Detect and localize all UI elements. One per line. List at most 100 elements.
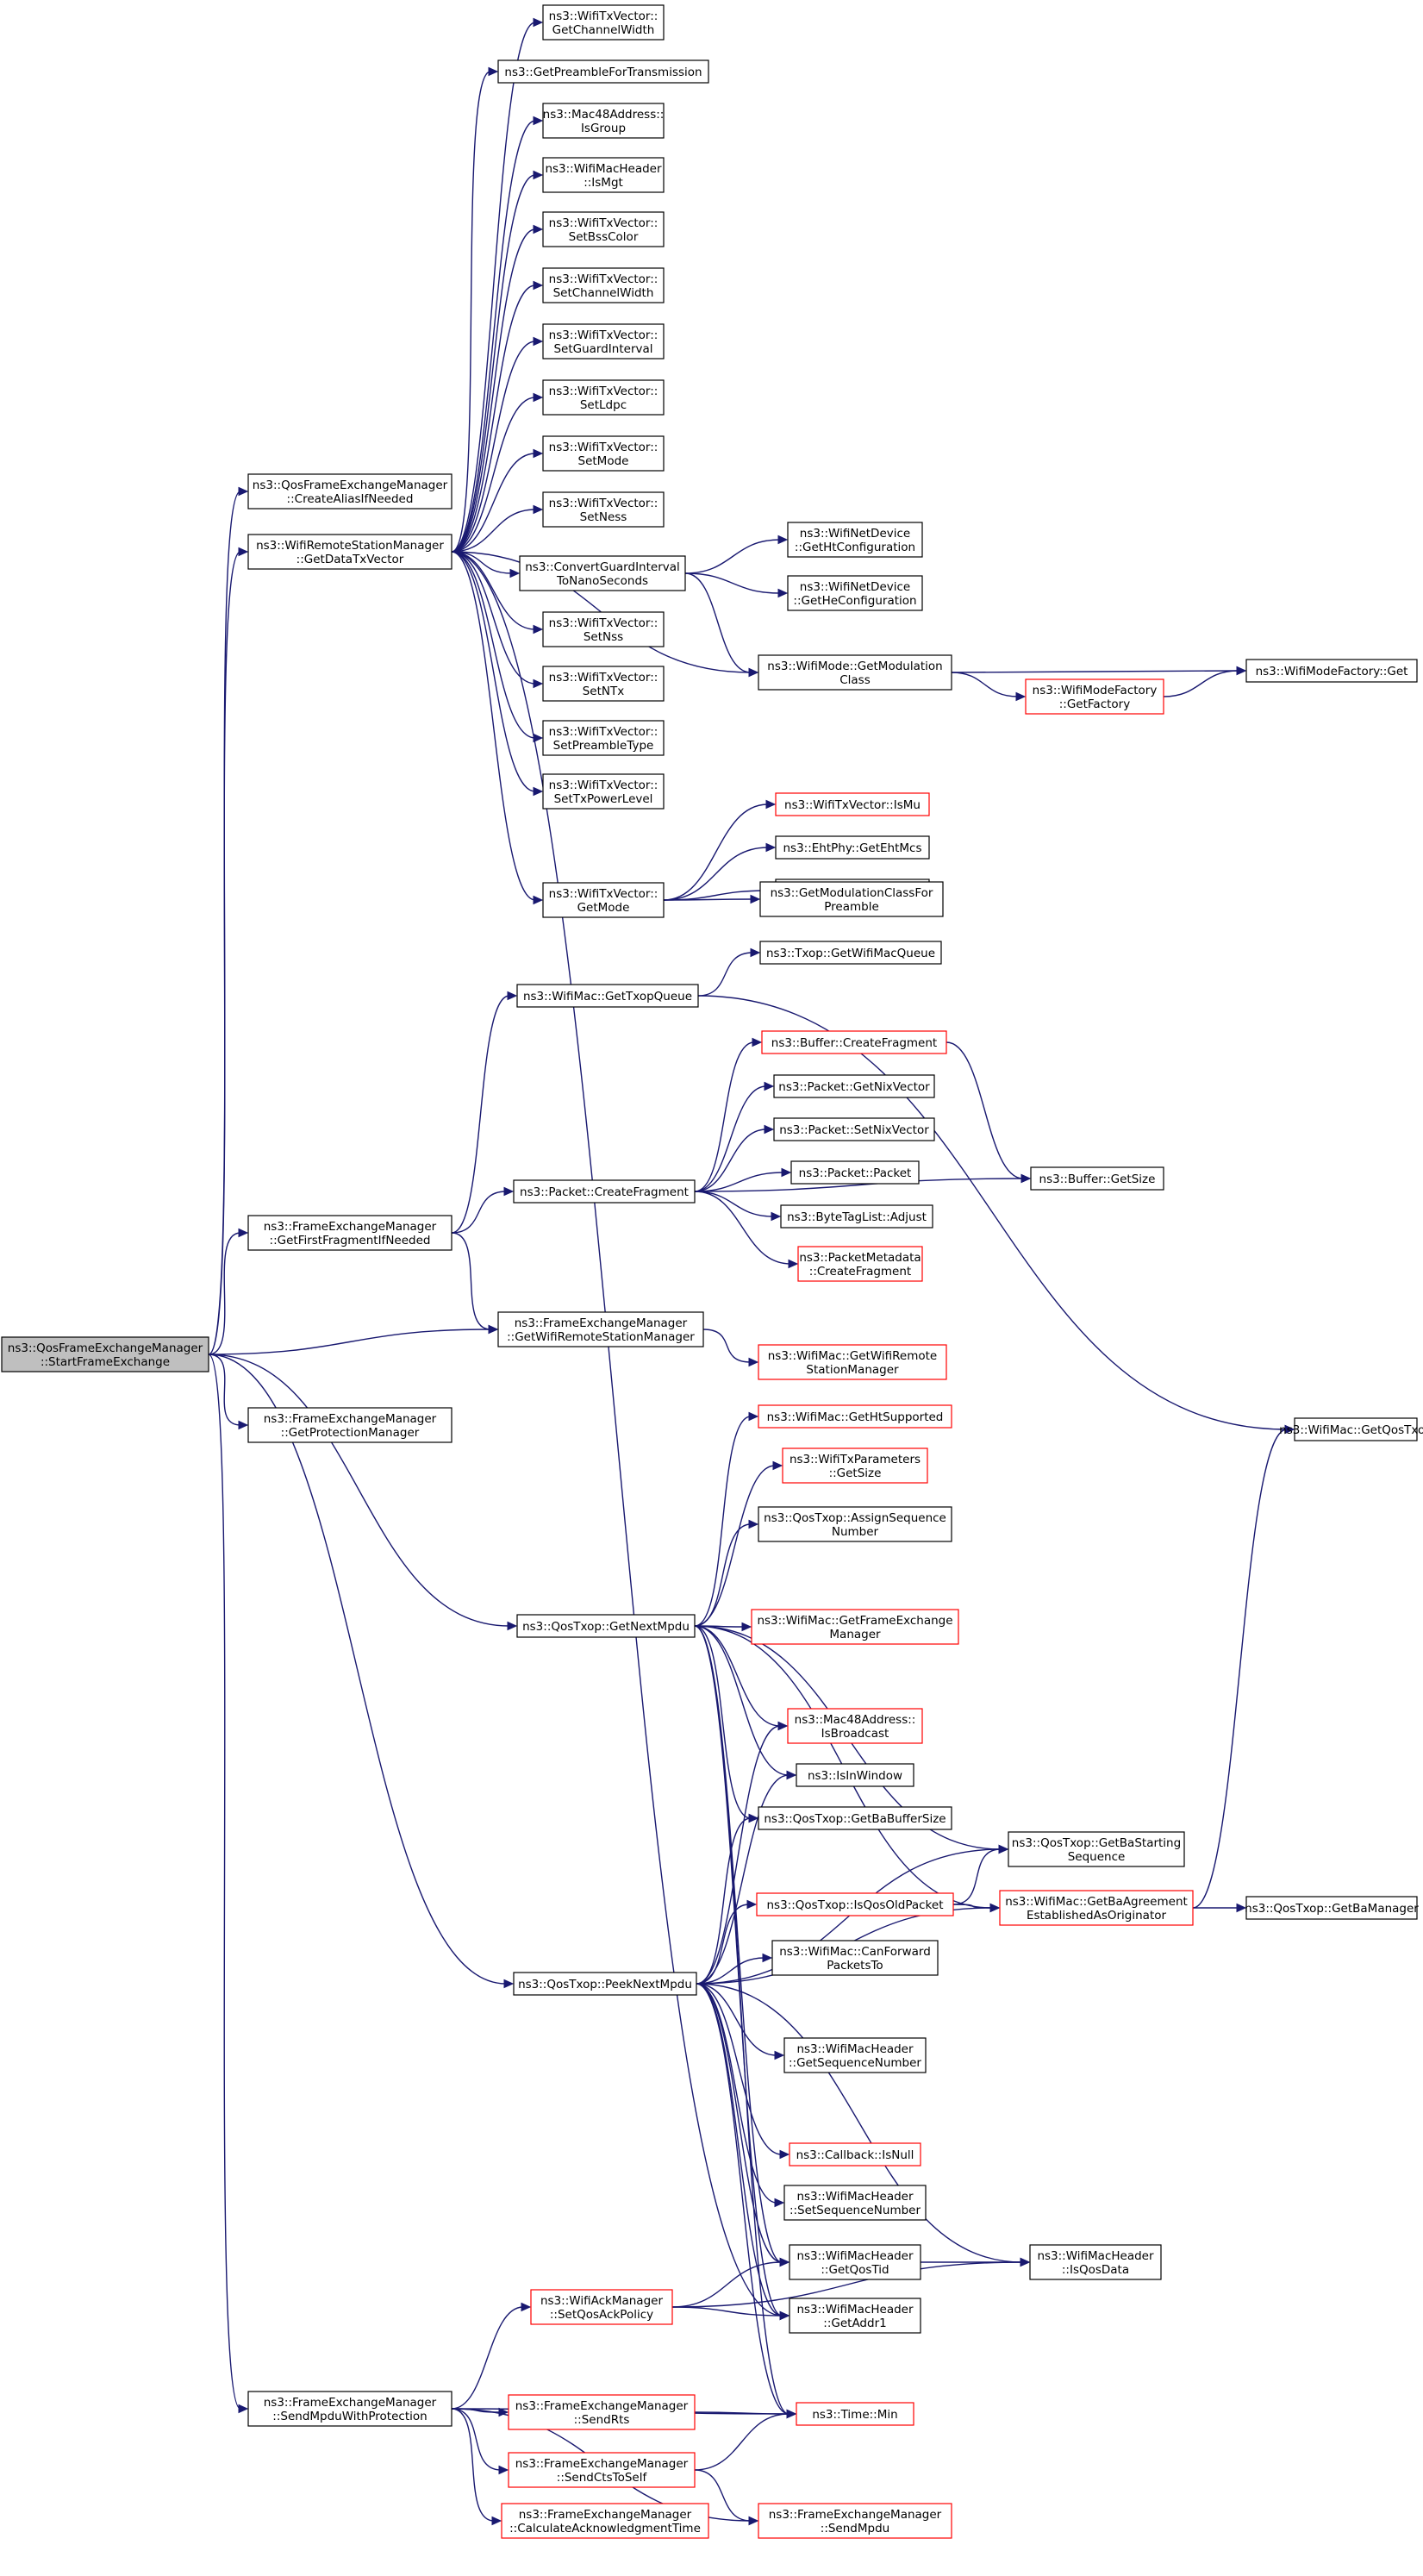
node-label-line: ns3::ConvertGuardInterval: [525, 560, 680, 574]
node-wifi-mode-factory-get[interactable]: ns3::WifiModeFactory::Get: [1245, 659, 1418, 683]
node-is-qos-data[interactable]: ns3::WifiMacHeader::IsQosData: [1029, 2244, 1162, 2280]
node-box: [519, 555, 686, 591]
edge-get-data-tx-to-set-ness: [451, 504, 544, 553]
node-set-ntx[interactable]: ns3::WifiTxVector::SetNTx: [542, 666, 665, 702]
node-get-mod-class[interactable]: ns3::WifiMode::GetModulationClass: [758, 654, 952, 691]
node-is-broadcast[interactable]: ns3::Mac48Address::IsBroadcast: [787, 1708, 923, 1744]
node-label-line: ns3::WifiTxVector::: [549, 887, 658, 901]
node-set-nss[interactable]: ns3::WifiTxVector::SetNss: [542, 611, 665, 647]
edge-send-mpdu-prot-to-calc-ack-time: [451, 2408, 502, 2526]
node-get-preamble[interactable]: ns3::GetPreambleForTransmission: [497, 59, 709, 84]
node-set-qos-ack-policy[interactable]: ns3::WifiAckManager::SetQosAckPolicy: [530, 2289, 673, 2325]
node-set-mode[interactable]: ns3::WifiTxVector::SetMode: [542, 435, 665, 472]
node-get-channel-width[interactable]: ns3::WifiTxVector::GetChannelWidth: [542, 4, 665, 41]
node-mac-get-wifi-rsm[interactable]: ns3::WifiMac::GetWifiRemoteStationManage…: [758, 1344, 947, 1380]
node-get-eht-mcs[interactable]: ns3::EhtPhy::GetEhtMcs: [775, 835, 930, 860]
node-get-wifi-mac-queue[interactable]: ns3::Txop::GetWifiMacQueue: [759, 941, 942, 965]
node-is-mgt[interactable]: ns3::WifiMacHeader::IsMgt: [542, 157, 665, 193]
node-packet-create-fragment[interactable]: ns3::Packet::CreateFragment: [513, 1179, 696, 1204]
edge-peek-next-mpdu-to-is-qos-data: [696, 1983, 1031, 2267]
node-get-ba-agreement[interactable]: ns3::WifiMac::GetBaAgreementEstablishedA…: [999, 1890, 1194, 1926]
node-label-line: ns3::WifiTxVector::: [549, 272, 658, 286]
node-get-wifi-rsm[interactable]: ns3::FrameExchangeManager::GetWifiRemote…: [497, 1311, 704, 1347]
node-send-rts[interactable]: ns3::FrameExchangeManager::SendRts: [508, 2394, 696, 2430]
node-is-group[interactable]: ns3::Mac48Address::IsGroup: [542, 103, 665, 139]
node-get-first-frag[interactable]: ns3::FrameExchangeManager::GetFirstFragm…: [247, 1215, 452, 1251]
node-create-alias[interactable]: ns3::QosFrameExchangeManager::CreateAlia…: [247, 473, 452, 510]
node-get-data-tx[interactable]: ns3::WifiRemoteStationManager::GetDataTx…: [247, 534, 452, 570]
node-wifi-mode-factory-get-factory[interactable]: ns3::WifiModeFactory::GetFactory: [1025, 678, 1164, 715]
node-pkt-meta-create-fragment[interactable]: ns3::PacketMetadata::CreateFragment: [797, 1246, 923, 1282]
node-label-line: ns3::QosFrameExchangeManager: [253, 478, 448, 492]
node-get-seq-number[interactable]: ns3::WifiMacHeader::GetSequenceNumber: [783, 2037, 927, 2073]
node-peek-next-mpdu[interactable]: ns3::QosTxop::PeekNextMpdu: [513, 1972, 697, 1996]
node-label-line: ns3::EhtPhy::GetEhtMcs: [783, 841, 922, 855]
node-send-mpdu[interactable]: ns3::FrameExchangeManager::SendMpdu: [758, 2503, 952, 2539]
node-label-line: ns3::FrameExchangeManager: [515, 2399, 689, 2413]
edge-start-to-peek-next-mpdu: [208, 1354, 515, 1989]
node-box: [542, 103, 665, 139]
node-box: [789, 2142, 921, 2166]
node-label-line: ::IsMgt: [584, 176, 623, 190]
edge-get-next-mpdu-to-assign-seq: [694, 1519, 759, 1627]
node-label-line: ns3::GetModulationClassFor: [771, 886, 933, 900]
node-label-line: ns3::Packet::GetNixVector: [778, 1080, 930, 1094]
node-label-line: ::StartFrameExchange: [41, 1355, 170, 1369]
node-set-guard-interval[interactable]: ns3::WifiTxVector::SetGuardInterval: [542, 323, 665, 360]
node-buffer-create-fragment[interactable]: ns3::Buffer::CreateFragment: [761, 1030, 947, 1054]
node-get-nix-vector[interactable]: ns3::Packet::GetNixVector: [773, 1074, 935, 1098]
node-label-line: ns3::WifiMac::GetHtSupported: [767, 1410, 944, 1424]
node-get-prot-mgr[interactable]: ns3::FrameExchangeManager::GetProtection…: [247, 1407, 452, 1443]
node-time-min[interactable]: ns3::Time::Min: [796, 2402, 914, 2426]
node-get-qos-txop[interactable]: ns3::WifiMac::GetQosTxop: [1279, 1417, 1423, 1441]
node-get-ba-manager[interactable]: ns3::QosTxop::GetBaManager: [1245, 1896, 1419, 1920]
node-label-line: ns3::WifiTxVector::: [549, 616, 658, 630]
node-is-qos-old-packet[interactable]: ns3::QosTxop::IsQosOldPacket: [756, 1892, 954, 1916]
node-set-nix-vector[interactable]: ns3::Packet::SetNixVector: [773, 1117, 935, 1141]
node-box: [759, 881, 944, 917]
node-box: [247, 534, 452, 570]
node-box: [783, 2037, 927, 2073]
node-calc-ack-time[interactable]: ns3::FrameExchangeManager::CalculateAckn…: [501, 2503, 709, 2539]
node-box: [796, 2402, 914, 2426]
node-get-mode[interactable]: ns3::WifiTxVector::GetMode: [542, 882, 665, 918]
node-start[interactable]: ns3::QosFrameExchangeManager::StartFrame…: [1, 1336, 209, 1372]
node-get-addr1[interactable]: ns3::WifiMacHeader::GetAddr1: [789, 2298, 921, 2334]
node-buffer-get-size[interactable]: ns3::Buffer::GetSize: [1030, 1166, 1164, 1191]
node-is-mu[interactable]: ns3::WifiTxVector::IsMu: [775, 792, 930, 816]
node-set-preamble-type[interactable]: ns3::WifiTxVector::SetPreambleType: [542, 720, 665, 756]
node-callback-is-null[interactable]: ns3::Callback::IsNull: [789, 2142, 921, 2166]
node-set-bss-color[interactable]: ns3::WifiTxVector::SetBssColor: [542, 211, 665, 247]
node-send-mpdu-prot[interactable]: ns3::FrameExchangeManager::SendMpduWithP…: [247, 2391, 452, 2427]
node-is-in-window[interactable]: ns3::IsInWindow: [796, 1763, 914, 1787]
node-get-qos-tid[interactable]: ns3::WifiMacHeader::GetQosTid: [789, 2244, 921, 2280]
node-get-ht-config[interactable]: ns3::WifiNetDevice::GetHtConfiguration: [787, 522, 923, 558]
node-set-tx-power-level[interactable]: ns3::WifiTxVector::SetTxPowerLevel: [542, 773, 665, 810]
node-get-txop-queue[interactable]: ns3::WifiMac::GetTxopQueue: [516, 984, 699, 1008]
node-tx-params-get-size[interactable]: ns3::WifiTxParameters::GetSize: [782, 1447, 928, 1484]
node-set-seq-number[interactable]: ns3::WifiMacHeader::SetSequenceNumber: [783, 2185, 927, 2221]
node-get-ba-buffer-size[interactable]: ns3::QosTxop::GetBaBufferSize: [758, 1806, 952, 1830]
node-label-line: ns3::Packet::SetNixVector: [779, 1123, 929, 1137]
node-get-ht-supported[interactable]: ns3::WifiMac::GetHtSupported: [758, 1404, 952, 1429]
node-label-line: PacketsTo: [827, 1959, 883, 1973]
node-set-ldpc[interactable]: ns3::WifiTxVector::SetLdpc: [542, 379, 665, 416]
edge-send-cts-to-self-to-send-mpdu: [694, 2469, 759, 2526]
edge-convert-gi-to-get-he-config: [684, 572, 789, 598]
edge-peek-next-mpdu-to-is-broadcast: [696, 1721, 789, 1985]
node-get-he-config[interactable]: ns3::WifiNetDevice::GetHeConfiguration: [787, 575, 923, 611]
node-set-ness[interactable]: ns3::WifiTxVector::SetNess: [542, 491, 665, 528]
node-send-cts-to-self[interactable]: ns3::FrameExchangeManager::SendCtsToSelf: [508, 2452, 696, 2488]
node-set-channel-width[interactable]: ns3::WifiTxVector::SetChannelWidth: [542, 267, 665, 303]
node-byte-tag-adjust[interactable]: ns3::ByteTagList::Adjust: [780, 1204, 933, 1229]
node-label-line: ns3::FrameExchangeManager: [515, 1316, 688, 1330]
node-get-next-mpdu[interactable]: ns3::QosTxop::GetNextMpdu: [516, 1614, 696, 1638]
node-box: [542, 720, 665, 756]
node-packet-ctor[interactable]: ns3::Packet::Packet: [790, 1160, 920, 1185]
